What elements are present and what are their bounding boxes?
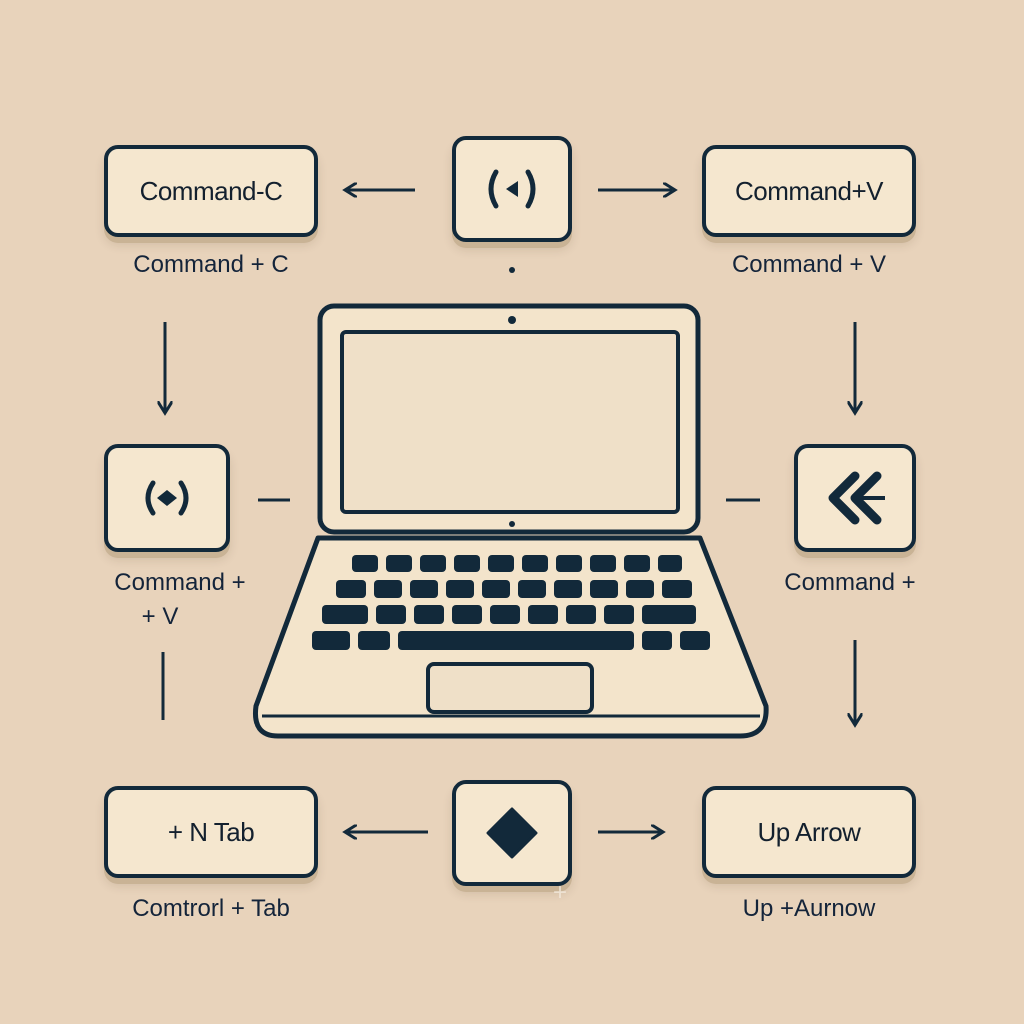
key-command-c[interactable]: Command-C xyxy=(104,145,318,237)
diamond-icon xyxy=(486,807,538,859)
key-command-c-label: Command-C xyxy=(139,175,283,206)
caption-mid-left-2: + V xyxy=(141,603,179,630)
key-command-v-label: Command+V xyxy=(735,175,883,206)
caption-command-c: Command + C xyxy=(133,251,289,278)
key-tab-label: + N Tab xyxy=(167,816,255,847)
laptop-keyboard xyxy=(312,555,710,650)
caption-mid-left-1: Command + xyxy=(114,569,246,596)
key-double-chevron[interactable] xyxy=(794,444,916,552)
caption-command-v: Command + V xyxy=(731,251,887,278)
laptop-camera xyxy=(508,316,516,324)
dot-top-center xyxy=(509,267,515,273)
key-up-arrow[interactable]: Up Arrow xyxy=(702,786,916,878)
paste-brackets-icon xyxy=(488,169,536,209)
key-diamond[interactable] xyxy=(452,780,572,886)
swap-arrows-icon xyxy=(145,480,189,516)
laptop-screen xyxy=(340,330,680,514)
key-up-arrow-label: Up Arrow xyxy=(757,816,861,847)
caption-mid-right: Command + xyxy=(784,569,916,596)
laptop-trackpad xyxy=(426,662,594,714)
key-paste-icon[interactable] xyxy=(452,136,572,242)
caption-up-arrow: Up +Aurnow xyxy=(742,895,876,922)
laptop-lid-dot xyxy=(509,521,515,527)
key-swap-icon[interactable] xyxy=(104,444,230,552)
double-chevron-left-icon xyxy=(828,471,885,525)
key-command-v[interactable]: Command+V xyxy=(702,145,916,237)
caption-bottom-center: + xyxy=(552,879,567,906)
caption-control-tab: Comtrorl + Tab xyxy=(132,895,290,922)
key-tab[interactable]: + N Tab xyxy=(104,786,318,878)
laptop-icon xyxy=(252,303,769,739)
